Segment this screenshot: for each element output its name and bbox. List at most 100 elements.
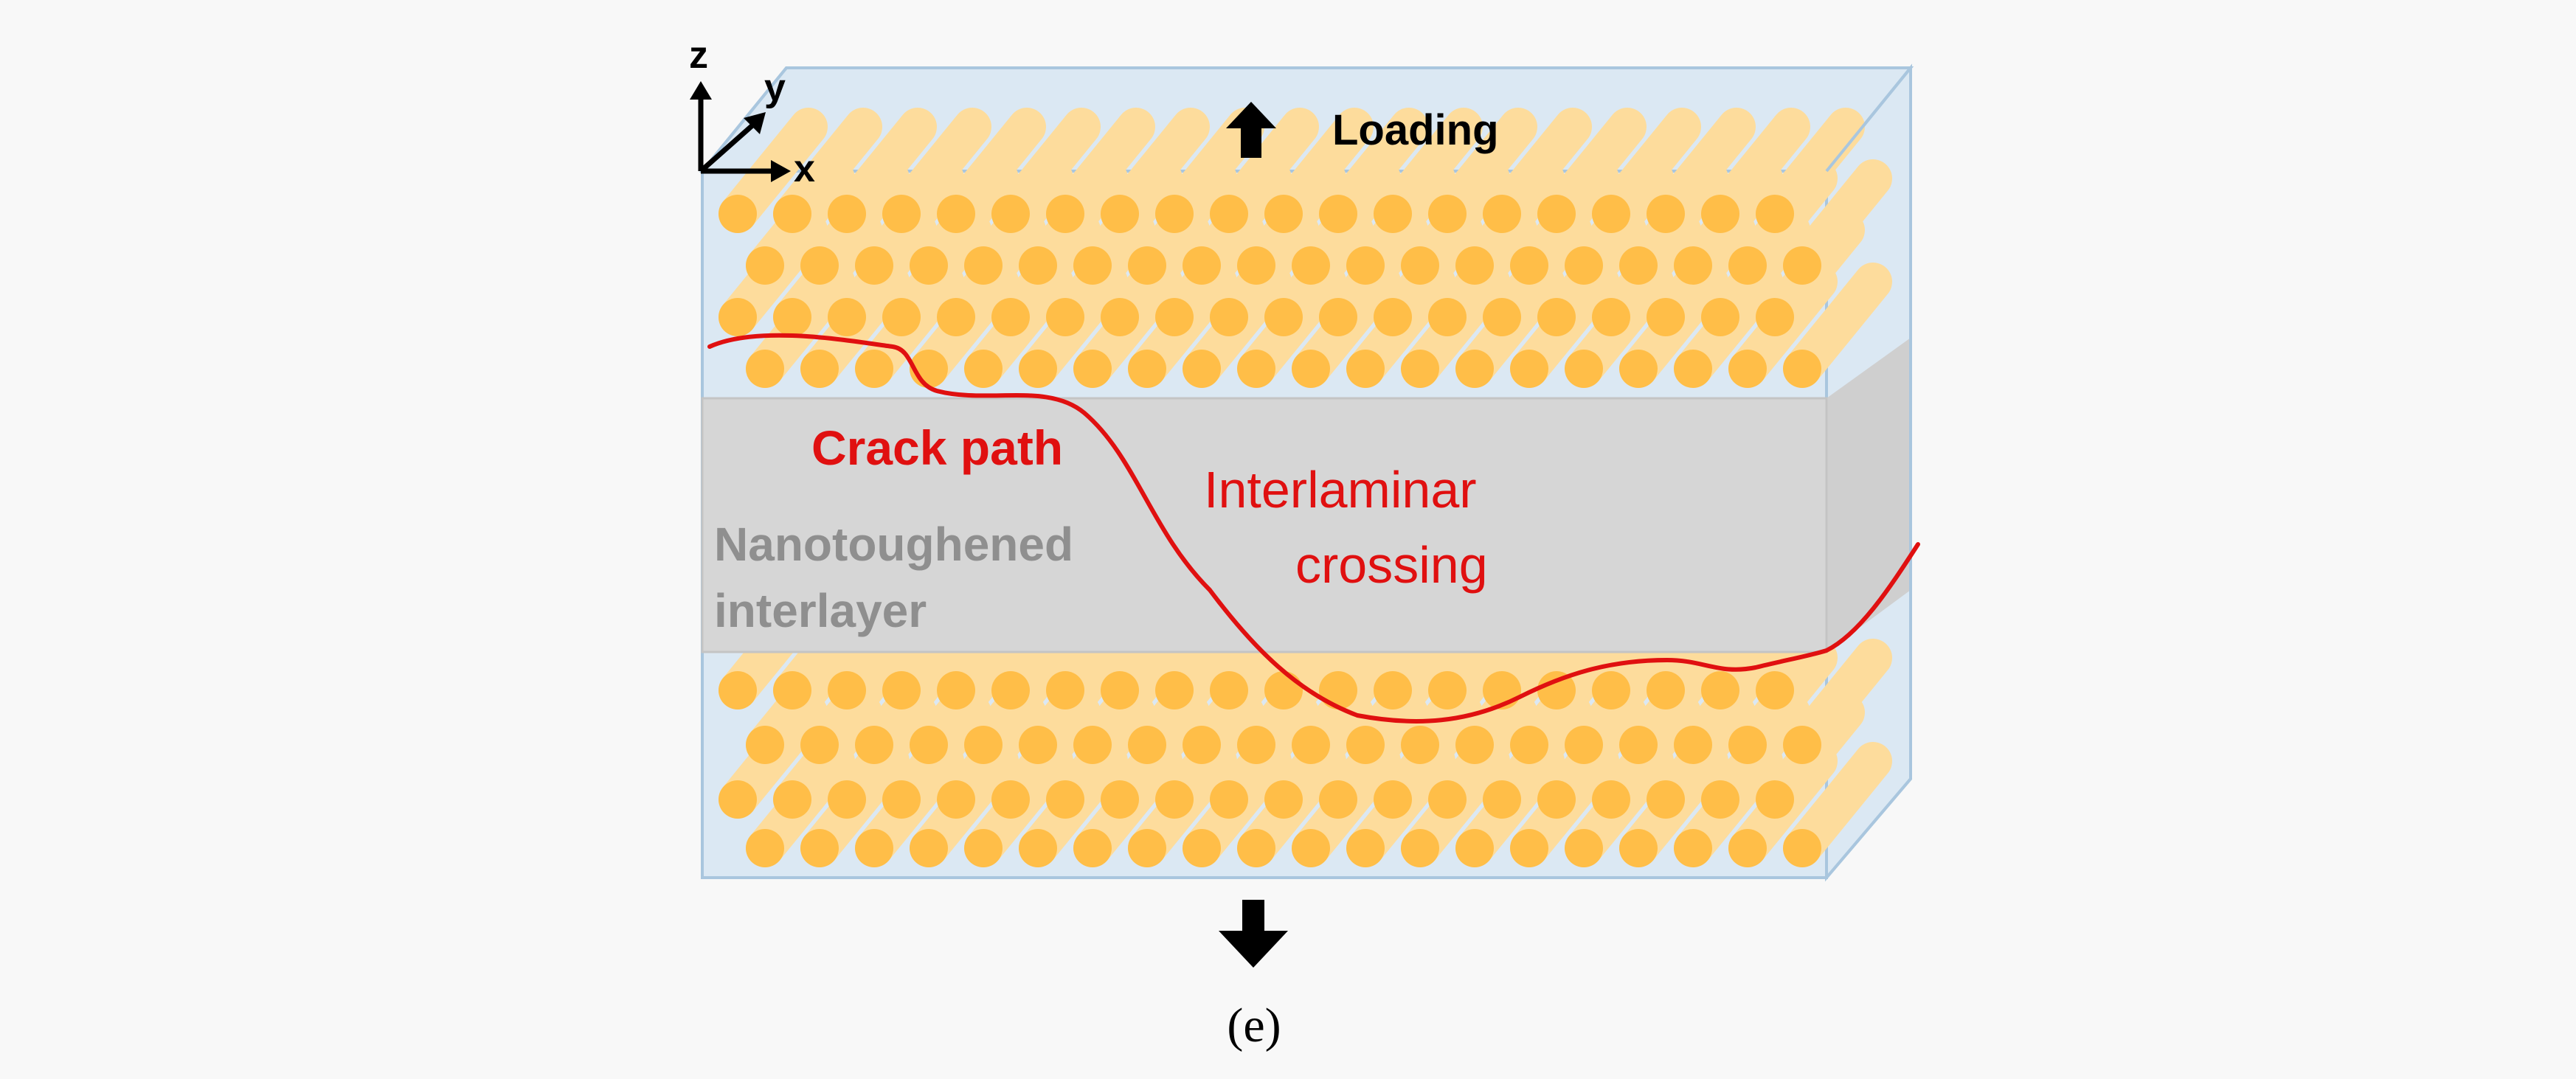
fiber-end — [1728, 350, 1767, 388]
fiber-end — [1346, 246, 1385, 285]
fiber-end — [882, 195, 921, 233]
fiber-end — [1674, 246, 1712, 285]
fiber-end — [1428, 195, 1467, 233]
fiber-end — [1019, 726, 1057, 764]
fiber-end — [1319, 671, 1357, 709]
top-ply-fibers — [719, 108, 1892, 388]
fiber-end — [1756, 780, 1794, 819]
fiber-end — [1210, 195, 1248, 233]
fiber-end — [1073, 246, 1112, 285]
fiber-end — [1128, 829, 1166, 867]
fiber-end — [1455, 829, 1494, 867]
fiber-end — [1483, 780, 1521, 819]
fiber-end — [828, 298, 866, 336]
axis-x-label: x — [794, 148, 815, 190]
fiber-end — [746, 246, 784, 285]
axis-y-label: y — [764, 66, 786, 109]
fiber-end — [1128, 350, 1166, 388]
fiber-end — [1183, 350, 1221, 388]
fiber-end — [800, 726, 839, 764]
fiber-end — [991, 780, 1030, 819]
interlayer-right-face — [1827, 338, 1911, 652]
fiber-end — [1401, 829, 1439, 867]
fiber-end — [1756, 298, 1794, 336]
fiber-end — [1155, 671, 1194, 709]
fiber-end — [1101, 298, 1139, 336]
fiber-end — [1783, 350, 1821, 388]
fiber-end — [1510, 829, 1548, 867]
fiber-end — [1619, 829, 1658, 867]
fiber-end — [1401, 726, 1439, 764]
fiber-end — [855, 726, 893, 764]
fiber-end — [1374, 671, 1412, 709]
fiber-end — [1210, 780, 1248, 819]
fiber-end — [719, 780, 757, 819]
fiber-end — [882, 298, 921, 336]
fiber-end — [1510, 726, 1548, 764]
down-arrow-icon — [1219, 900, 1288, 968]
axes-triad-icon — [690, 81, 791, 182]
fiber-end — [1346, 726, 1385, 764]
fiber-end — [828, 780, 866, 819]
fiber-end — [1565, 246, 1603, 285]
fiber-end — [1292, 726, 1330, 764]
fiber-end — [1619, 726, 1658, 764]
fiber-end — [1374, 298, 1412, 336]
fiber-end — [1701, 195, 1739, 233]
fiber-end — [1756, 671, 1794, 709]
fiber-end — [882, 671, 921, 709]
interlayer-band — [701, 397, 1828, 653]
fiber-end — [1565, 829, 1603, 867]
fiber-end — [1647, 298, 1685, 336]
fiber-end — [1374, 195, 1412, 233]
fiber-end — [964, 350, 1003, 388]
fiber-end — [746, 829, 784, 867]
fiber-end — [773, 195, 811, 233]
fiber-end — [1046, 671, 1084, 709]
fiber-end — [800, 246, 839, 285]
fiber-end — [1073, 726, 1112, 764]
fiber-end — [773, 298, 811, 336]
fiber-end — [1237, 726, 1275, 764]
fiber-end — [1101, 195, 1139, 233]
fiber-end — [1592, 195, 1630, 233]
fiber-end — [1264, 298, 1303, 336]
fiber-end — [1019, 246, 1057, 285]
fiber-end — [1647, 780, 1685, 819]
fiber-end — [1592, 780, 1630, 819]
fiber-end — [1592, 298, 1630, 336]
fiber-end — [1237, 829, 1275, 867]
fiber-end — [1756, 195, 1794, 233]
fiber-end — [1019, 350, 1057, 388]
box-front-edge — [1825, 66, 1912, 173]
fiber-end — [1346, 829, 1385, 867]
fiber-end — [773, 671, 811, 709]
fiber-end — [1319, 780, 1357, 819]
fiber-end — [1783, 829, 1821, 867]
fiber-end — [1592, 671, 1630, 709]
up-arrow-icon — [1226, 102, 1276, 158]
interlaminar-label: Interlaminar — [1204, 461, 1477, 518]
fiber-end — [1292, 246, 1330, 285]
fiber-end — [1019, 829, 1057, 867]
fiber-end — [1674, 350, 1712, 388]
fiber-end — [1647, 671, 1685, 709]
fiber-end — [1619, 246, 1658, 285]
fiber-end — [1292, 350, 1330, 388]
fiber-end — [937, 298, 975, 336]
fiber-end — [910, 829, 948, 867]
loading-label: Loading — [1332, 106, 1499, 154]
fiber-end — [1319, 195, 1357, 233]
fiber-end — [855, 246, 893, 285]
crack-path-line — [707, 333, 1920, 724]
fiber-end — [1073, 350, 1112, 388]
fiber-end — [1428, 671, 1467, 709]
fiber-end — [1783, 726, 1821, 764]
crack-path-label: Crack path — [811, 420, 1063, 475]
fiber-end — [1565, 350, 1603, 388]
interlayer-label-line1: Nanotoughened — [714, 518, 1073, 571]
fiber-end — [1455, 246, 1494, 285]
fiber-end — [746, 726, 784, 764]
fiber-end — [1183, 246, 1221, 285]
fiber-end — [1264, 780, 1303, 819]
